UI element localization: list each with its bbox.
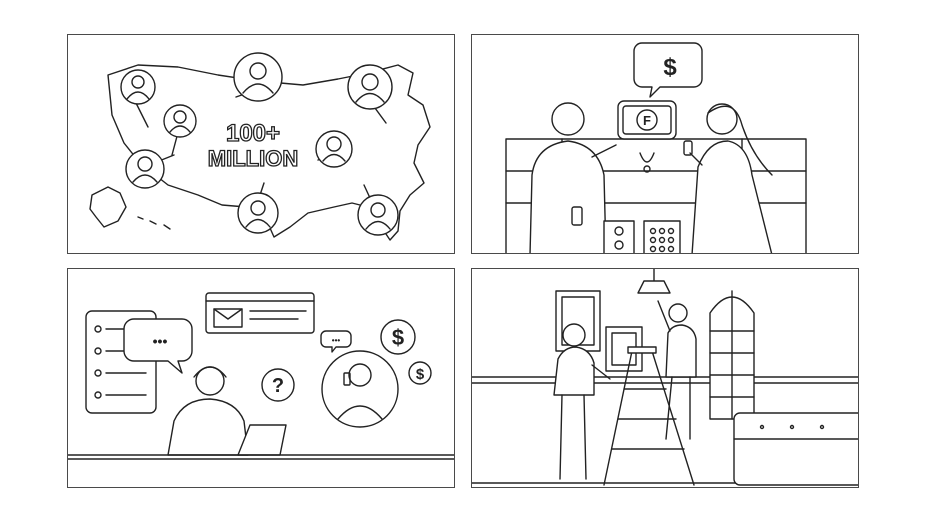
alaska-outline	[90, 187, 126, 227]
speech-bubble-small: •••	[321, 331, 351, 352]
dollar-symbol-large: $	[392, 325, 404, 350]
home-illustration	[472, 269, 858, 488]
us-map-outline	[108, 65, 430, 240]
panel-store: $ F	[471, 34, 859, 254]
dollar-symbol-small: $	[416, 366, 425, 383]
question-mark: ?	[272, 375, 284, 397]
jewelry-case	[604, 221, 680, 253]
man-figure	[530, 103, 616, 253]
tablet-logo: F	[643, 113, 651, 128]
dollar-coin-icon: $	[381, 320, 415, 354]
dollar-coin-icon: $	[409, 362, 431, 384]
arched-window	[710, 291, 754, 419]
store-illustration: $ F	[472, 35, 859, 253]
user-avatar-icon	[234, 53, 282, 101]
user-avatar-icon	[348, 65, 392, 109]
panel-home	[471, 268, 859, 488]
user-avatar-icon	[358, 195, 398, 235]
tablet-device: F	[618, 101, 676, 139]
picture-frame	[556, 291, 600, 351]
support-illustration: ••• ? $	[68, 269, 455, 488]
dollar-icon: $	[663, 54, 677, 81]
user-avatar-icon	[126, 150, 164, 188]
panel-support: ••• ? $	[67, 268, 455, 488]
necklace-display	[640, 153, 654, 172]
chat-bubble: •••	[124, 319, 192, 373]
email-window	[206, 293, 314, 333]
user-avatar-icon	[121, 70, 155, 104]
speech-bubble: $	[634, 43, 702, 97]
question-icon: ?	[262, 369, 294, 401]
sofa	[734, 413, 858, 485]
headline-number: 100+	[226, 120, 280, 147]
ladder	[604, 347, 694, 485]
ceiling-lamp	[638, 269, 670, 293]
user-avatar-icon	[164, 105, 196, 137]
typing-dots: •••	[153, 333, 168, 349]
bubble-dots: •••	[332, 336, 341, 345]
user-avatar-icon	[316, 131, 352, 167]
support-agent-figure	[168, 367, 248, 455]
user-avatar-icon	[238, 193, 278, 233]
woman-figure	[684, 104, 772, 253]
headline-unit: MILLION	[208, 146, 298, 171]
customer-avatar	[322, 351, 398, 427]
panel-us-map: 100+ MILLION	[67, 34, 455, 254]
us-map-illustration: 100+ MILLION	[68, 35, 455, 254]
hawaii-islands	[138, 217, 170, 229]
man-standing-figure	[554, 324, 610, 479]
man-on-ladder-figure	[658, 301, 696, 439]
